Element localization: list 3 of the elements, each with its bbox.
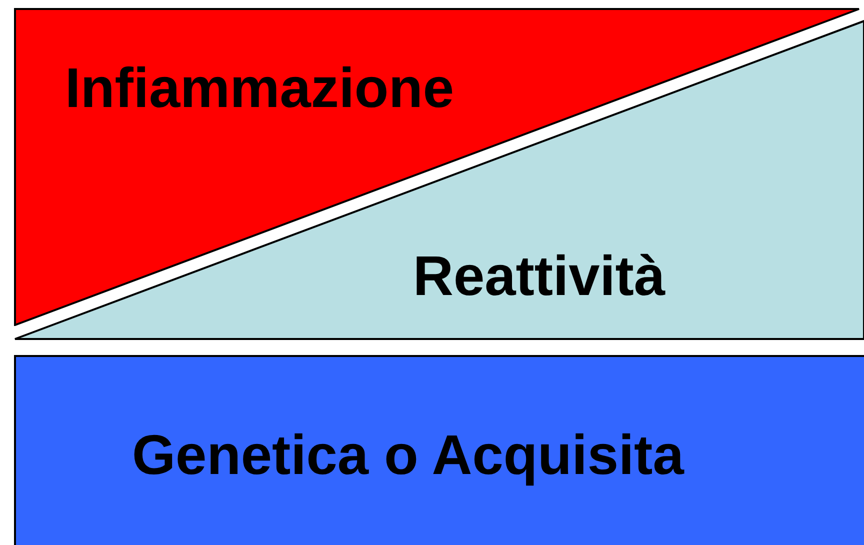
panel-label: Reattività: [413, 248, 666, 304]
rectangle-panel: [14, 355, 864, 545]
panel-label: Infiammazione: [65, 60, 454, 116]
